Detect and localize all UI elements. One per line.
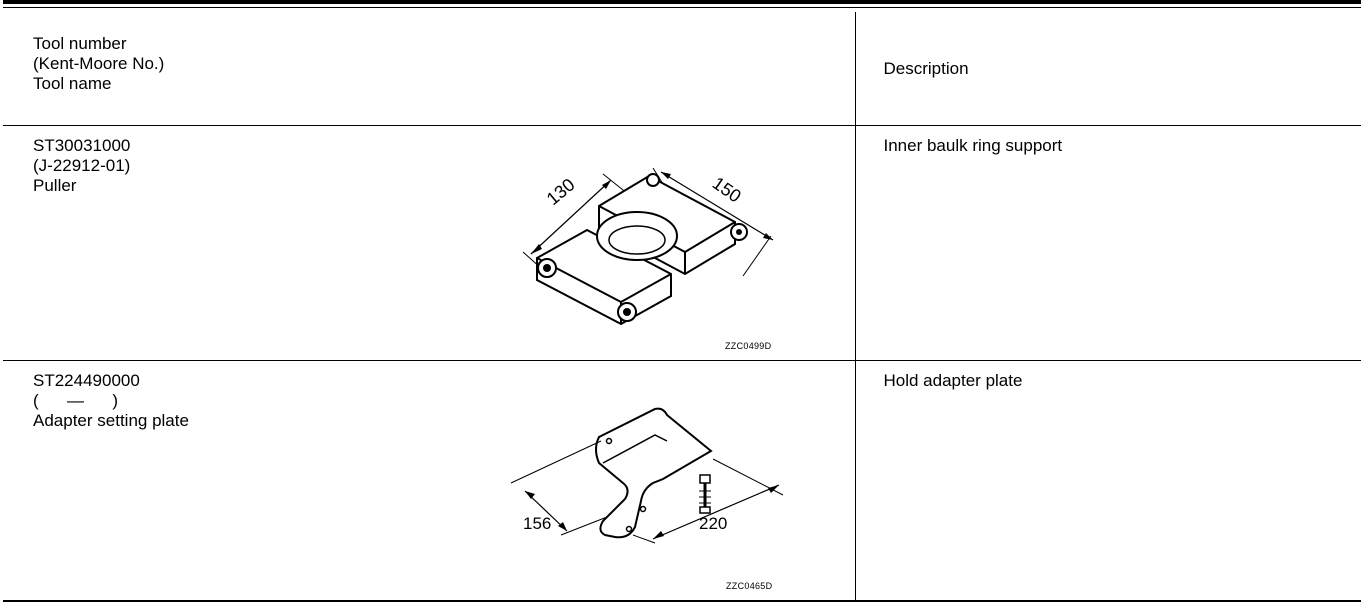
- tool-cell: ST30031000 (J-22912-01) Puller 130: [3, 125, 856, 361]
- header-description-cell: Description: [855, 12, 1361, 126]
- puller-illustration: 130 150: [522, 167, 774, 326]
- dimension-156: 156: [523, 514, 551, 533]
- dimension-130: 130: [543, 174, 579, 209]
- tool-description: Hold adapter plate: [883, 371, 1023, 390]
- figure-code: ZZC0499D: [725, 341, 772, 351]
- table-header-row: Tool number (Kent-Moore No.) Tool name D…: [3, 12, 1361, 126]
- table-row: ST30031000 (J-22912-01) Puller 130: [3, 125, 1361, 361]
- tool-name: Adapter setting plate: [33, 411, 189, 430]
- table-row: ST224490000 ( — ) Adapter setting plate: [3, 360, 1361, 602]
- header-description: Description: [883, 58, 969, 78]
- top-rule-thin: [3, 7, 1361, 8]
- tool-number: ST224490000: [33, 371, 140, 390]
- header-line-tool-name: Tool name: [33, 74, 112, 93]
- tool-name: Puller: [33, 176, 77, 195]
- dimension-220: 220: [699, 514, 727, 533]
- figure-code: ZZC0465D: [726, 581, 773, 591]
- tool-number: ST30031000: [33, 136, 131, 155]
- kent-moore-number: ( — ): [33, 391, 118, 410]
- top-rule: [3, 0, 1361, 4]
- description-cell: Inner baulk ring support: [855, 125, 1361, 361]
- tool-description: Inner baulk ring support: [883, 136, 1063, 155]
- kent-moore-number: (J-22912-01): [33, 156, 131, 175]
- header-line-tool-number: Tool number: [33, 34, 127, 53]
- tool-cell: ST224490000 ( — ) Adapter setting plate: [3, 360, 856, 602]
- header-tool-cell: Tool number (Kent-Moore No.) Tool name: [3, 12, 856, 126]
- header-line-kent-moore: (Kent-Moore No.): [33, 54, 165, 73]
- description-cell: Hold adapter plate: [855, 360, 1361, 602]
- tools-table: Tool number (Kent-Moore No.) Tool name D…: [3, 12, 1361, 602]
- dimension-150: 150: [709, 173, 745, 207]
- adapter-plate-illustration: 156 220: [510, 407, 784, 544]
